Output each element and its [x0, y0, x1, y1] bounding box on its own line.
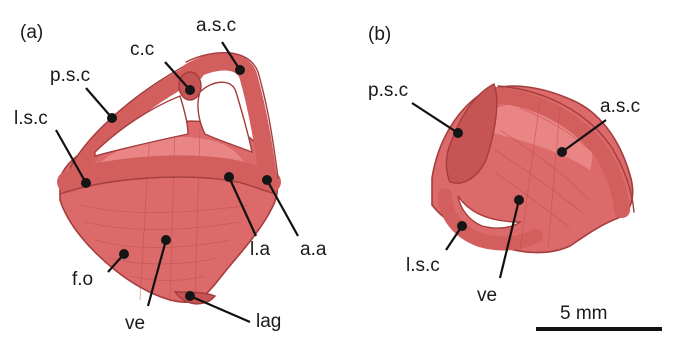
- panel-b-dot-psc: [453, 128, 463, 138]
- panel-a-dot-la: [224, 172, 234, 182]
- panel-a-dot-psc: [107, 113, 117, 123]
- panel-a-label-cc: c.c: [130, 39, 154, 60]
- panel-a-dot-cc: [185, 85, 195, 95]
- panel-a-label-aa: a.a: [300, 239, 327, 260]
- panel-b-label-ve: ve: [477, 285, 497, 306]
- panel-a-label-psc: p.s.c: [50, 65, 90, 86]
- panel-b-tag: (b): [368, 24, 391, 45]
- panel-b: (b) p.s.c a.s.c: [368, 24, 662, 329]
- panel-a-label-ve: ve: [125, 313, 145, 334]
- panel-a-label-lsc: l.s.c: [14, 108, 48, 129]
- panel-a-label-fo: f.o: [72, 269, 93, 290]
- panel-a-dot-asc: [235, 65, 245, 75]
- panel-a-dot-fo: [119, 249, 129, 259]
- panel-a-dot-lag: [185, 291, 195, 301]
- panel-b-label-lsc: l.s.c: [406, 255, 440, 276]
- panel-a-label-asc: a.s.c: [196, 15, 236, 36]
- panel-b-dot-asc: [557, 147, 567, 157]
- panel-a-dot-aa: [262, 175, 272, 185]
- panel-b-label-asc: a.s.c: [600, 96, 640, 117]
- panel-a-dot-lsc: [81, 178, 91, 188]
- panel-a-dot-ve: [161, 235, 171, 245]
- panel-a-label-la: l.a: [250, 239, 271, 260]
- scale-bar: 5 mm: [536, 303, 662, 329]
- panel-a-label-lag: lag: [256, 311, 281, 332]
- panel-a-tag: (a): [20, 22, 43, 43]
- panel-a: (a): [14, 15, 327, 334]
- scale-bar-label: 5 mm: [560, 303, 608, 324]
- panel-b-dot-lsc: [457, 221, 467, 231]
- panel-b-dot-ve: [514, 195, 524, 205]
- panel-b-label-psc: p.s.c: [368, 80, 408, 101]
